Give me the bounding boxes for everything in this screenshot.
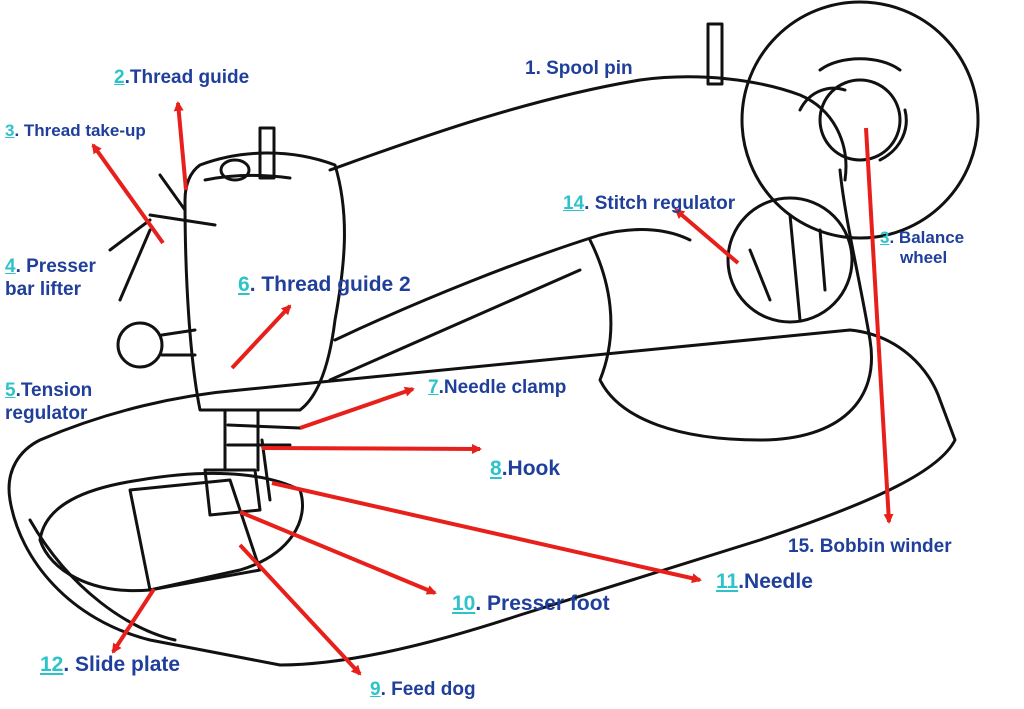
presser-foot-shape	[203, 468, 262, 517]
presser-lifter-shape	[108, 218, 152, 302]
needle-bar	[223, 408, 260, 472]
label-presser-foot: 10. Presser foot	[452, 592, 610, 615]
label-feed-dog: 9. Feed dog	[370, 679, 476, 700]
takeup-lever	[148, 173, 217, 227]
arm-underside-lower	[328, 268, 582, 382]
arrow-slide-plate	[111, 587, 156, 654]
label-thread-takeup: 3. Thread take-up	[5, 121, 146, 140]
arrow-needle-clamp	[299, 386, 415, 430]
arrow-thread-guide	[173, 101, 188, 191]
arrow-thread-takeup	[91, 143, 165, 245]
label-thread-guide-2: 6. Thread guide 2	[238, 273, 411, 296]
label-slide-plate: 12. Slide plate	[40, 653, 181, 676]
thread-guide-post	[258, 126, 276, 180]
machine-base	[7, 328, 957, 667]
label-tension-regulator: 5.Tension regulator	[5, 380, 93, 424]
arrow-needle	[271, 481, 702, 584]
arrow-stitch-regulator	[674, 208, 740, 265]
label-needle-clamp: 7.Needle clamp	[428, 377, 567, 398]
pillar	[588, 168, 873, 442]
label-thread-guide: 2.Thread guide	[114, 67, 250, 88]
arm-underside	[333, 228, 692, 342]
needle-clamp-shape	[226, 423, 302, 447]
base-inner-edge	[28, 518, 177, 642]
label-stitch-regulator: 14. Stitch regulator	[563, 193, 736, 214]
tension-regulator-shape	[116, 321, 164, 369]
label-hook: 8.Hook	[490, 457, 561, 480]
label-presser-bar-lifter: 4. Presser bar lifter	[5, 256, 96, 300]
label-bobbin-winder: 15. Bobbin winder	[788, 536, 952, 557]
thread-guide-cap	[219, 158, 251, 182]
label-balance-wheel: 3. Balance wheel	[880, 228, 965, 268]
slide-plate-shape	[128, 478, 262, 592]
arrow-feed-dog	[238, 543, 362, 676]
stitch-regulator-shape	[726, 196, 854, 324]
spool-pin-shape	[706, 22, 724, 86]
arrow-presser-foot	[239, 510, 437, 595]
balance-wheel-shape	[740, 0, 980, 240]
arrow-thread-guide-2	[230, 304, 292, 370]
arm-top	[328, 75, 848, 182]
arrow-hook	[261, 443, 482, 454]
arrow-bobbin-winder	[864, 127, 894, 524]
label-needle: 11.Needle	[716, 570, 813, 593]
label-spool-pin: 1. Spool pin	[525, 58, 633, 79]
bed-plate	[38, 471, 304, 593]
